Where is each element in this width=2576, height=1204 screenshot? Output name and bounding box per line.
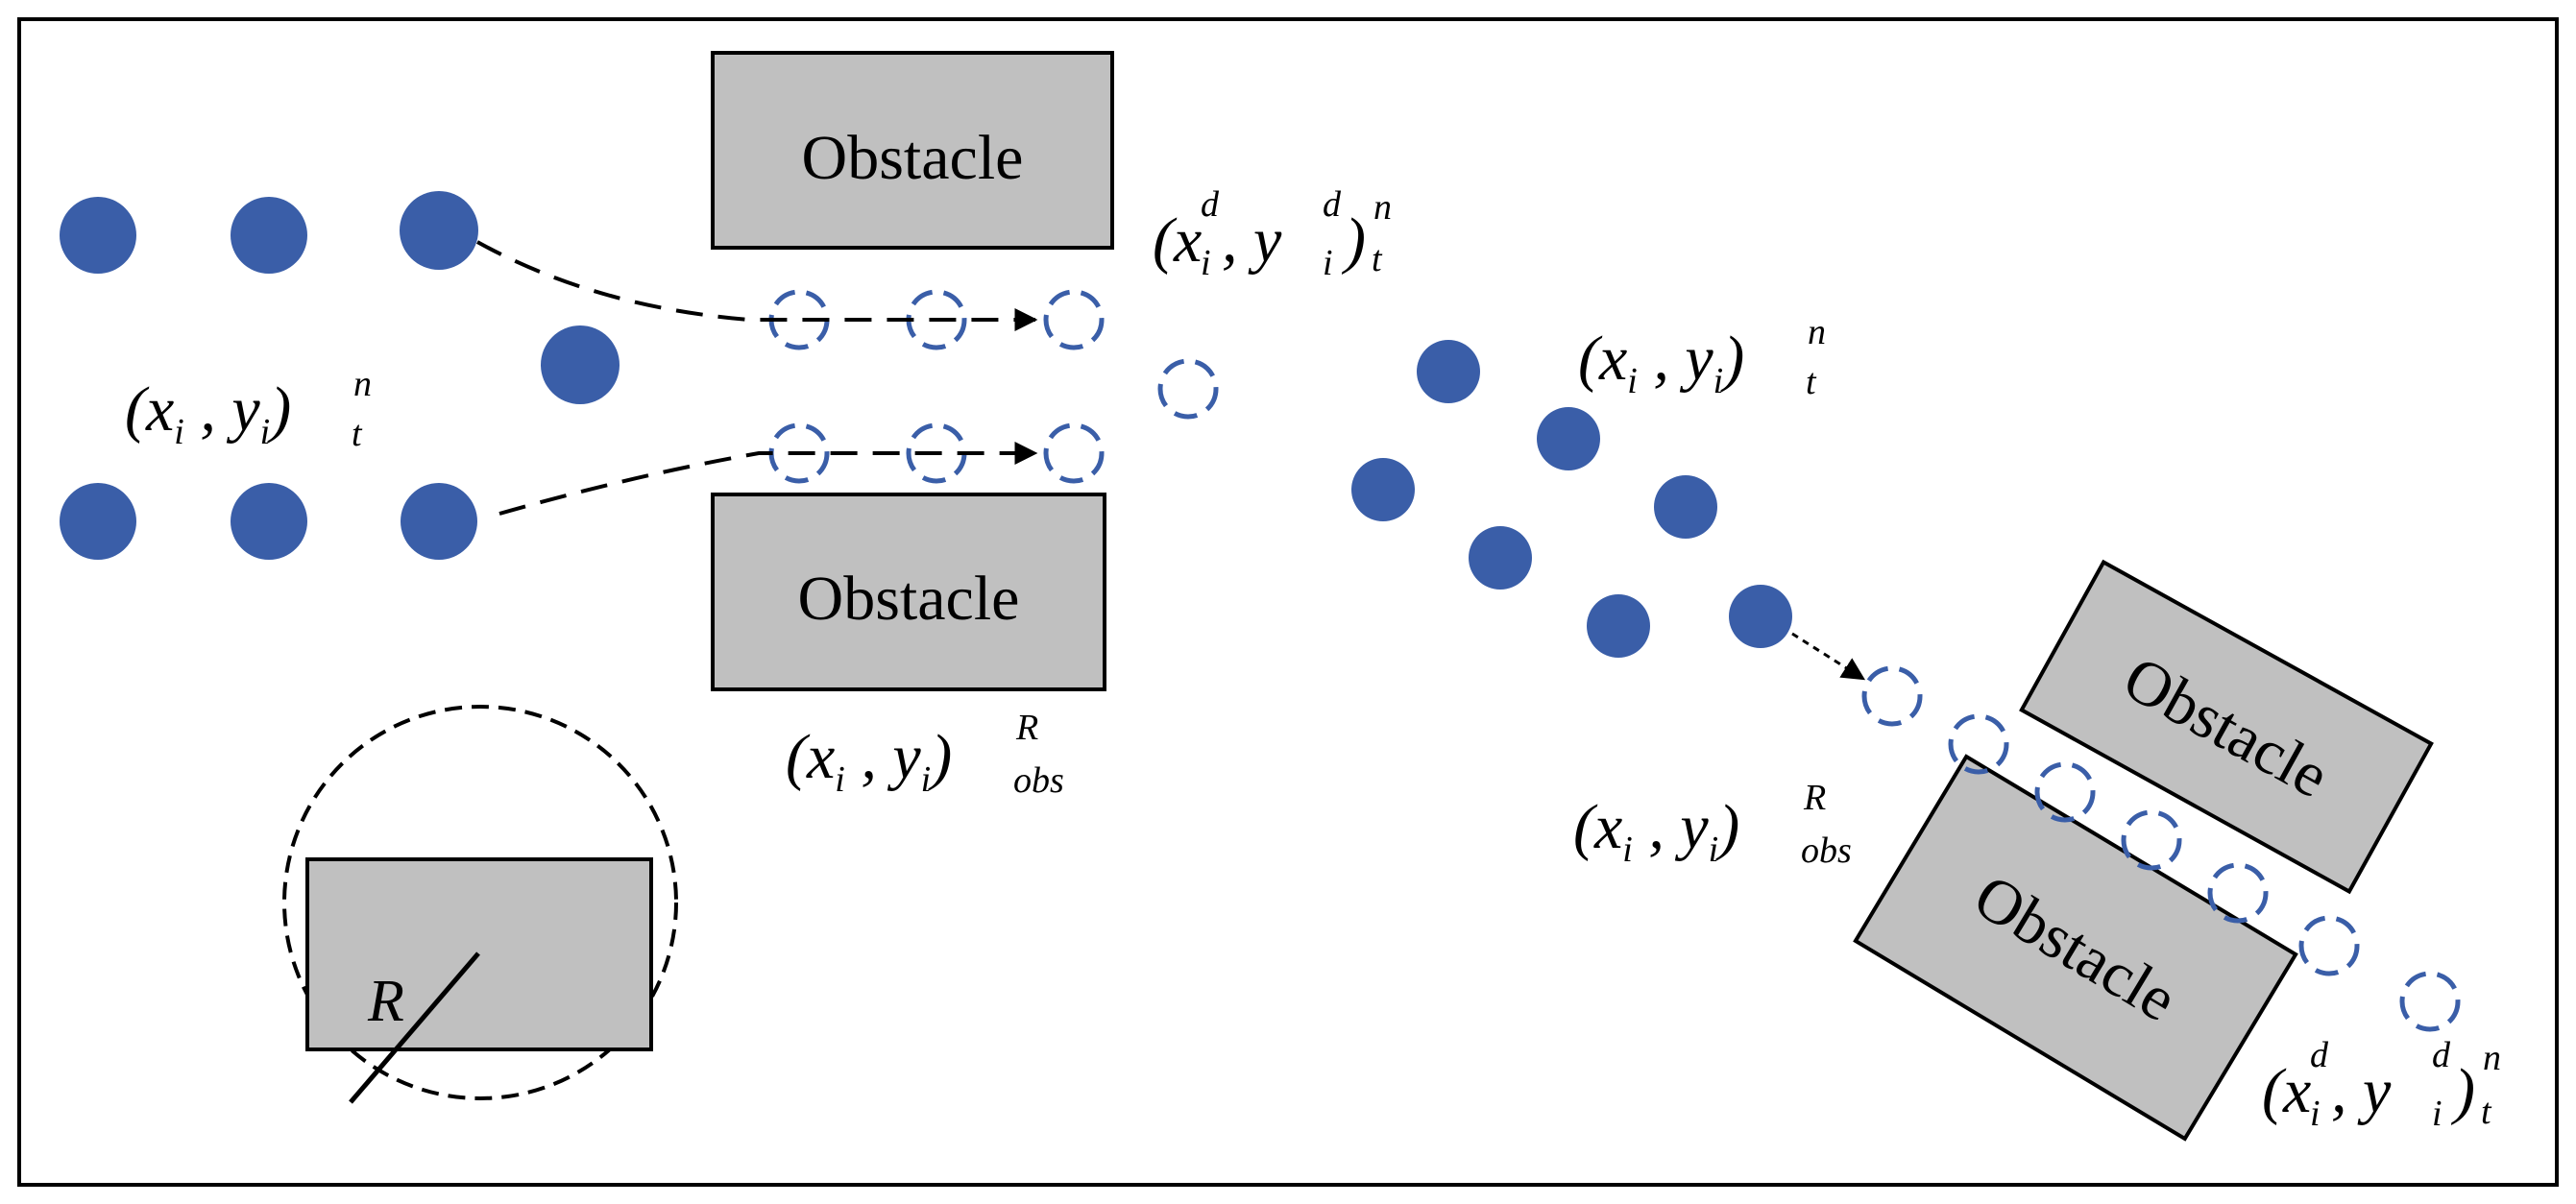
agent-dot [60, 483, 136, 560]
obstacle-label: Obstacle [798, 564, 1020, 634]
desired-position-circle [1157, 358, 1219, 420]
desired-position-circle [2121, 809, 2182, 871]
svg-text:t: t [2481, 1092, 2492, 1132]
svg-text:n: n [2483, 1038, 2501, 1078]
obstacle-top-left: Obstacle [711, 51, 1114, 250]
agent-dot [231, 483, 307, 560]
label-current-position-right: (xi , yi) n t [1578, 312, 1826, 402]
desired-position-circle [1861, 665, 1923, 727]
svg-text:(xi , yi): (xi , yi) [786, 722, 952, 800]
bounding-circle [282, 705, 678, 1100]
svg-text:n: n [353, 364, 372, 404]
obstacle-bottom-left: Obstacle [711, 493, 1106, 691]
svg-text:obs: obs [1801, 831, 1852, 871]
label-desired-position-top: (x d i , y d i ) n t [1153, 184, 1392, 283]
desired-position-circle [1948, 713, 2009, 775]
svg-text:(x: (x [1153, 205, 1202, 276]
svg-text:d: d [2432, 1035, 2451, 1075]
svg-text:R: R [1803, 778, 1826, 818]
svg-text:n: n [1373, 187, 1392, 228]
trajectory-arrow-top [476, 240, 1038, 331]
svg-text:n: n [1808, 312, 1826, 352]
obstacle-lower-right: Obstacle [1853, 754, 2298, 1142]
svg-text:): ) [2450, 1056, 2475, 1126]
agents-left-formation [60, 191, 620, 560]
svg-text:i: i [2432, 1094, 2442, 1134]
desired-position-circle [2034, 761, 2096, 823]
agent-dot [231, 197, 307, 274]
agent-dot [1587, 594, 1650, 658]
obstacle-label: Obstacle [802, 123, 1024, 193]
label-current-position-left: (xi , yi) n t [125, 364, 372, 454]
agent-dot [400, 191, 478, 270]
desired-position-circle [2298, 915, 2360, 976]
agents-right-formation [1351, 340, 1792, 658]
agent-dot [1469, 526, 1532, 590]
radius-label: R [367, 969, 404, 1034]
svg-text:(xi , yi): (xi , yi) [1573, 792, 1739, 870]
label-obstacle-position-right: (xi , yi) R obs [1573, 778, 1852, 871]
svg-text:d: d [1323, 184, 1342, 225]
svg-text:i: i [1323, 243, 1333, 283]
radius-line [349, 951, 480, 1104]
svg-text:(x: (x [2262, 1056, 2311, 1126]
trajectory-arrow-bottom [498, 442, 1038, 516]
svg-text:t: t [1372, 239, 1383, 279]
desired-position-circle [2399, 971, 2461, 1032]
obstacle-radius-illustration: R [282, 705, 678, 1104]
agent-dot [541, 325, 620, 404]
label-obstacle-position-left: (xi , yi) R obs [786, 708, 1064, 801]
svg-text:(xi , yi): (xi , yi) [125, 374, 291, 452]
svg-text:): ) [1341, 205, 1366, 276]
svg-text:(xi , yi): (xi , yi) [1578, 324, 1744, 401]
agent-dot [60, 197, 136, 274]
desired-position-circle [1043, 289, 1105, 350]
trajectory-arrow-corridor [1791, 632, 1866, 681]
agent-dot [1351, 458, 1415, 521]
svg-text:obs: obs [1013, 760, 1064, 801]
desired-position-circle [2207, 862, 2269, 924]
svg-text:, y: , y [2331, 1056, 2392, 1126]
desired-position-circle [1043, 422, 1105, 484]
svg-text:t: t [1806, 362, 1817, 402]
diagram-frame [17, 17, 2559, 1187]
svg-text:, y: , y [1222, 205, 1282, 276]
svg-text:i: i [1201, 243, 1211, 283]
svg-text:d: d [1201, 184, 1220, 225]
agent-dot [401, 483, 477, 560]
agent-dot [1729, 585, 1792, 648]
desired-positions-corridor [1861, 665, 2461, 1032]
svg-text:d: d [2310, 1035, 2329, 1075]
agent-dot [1417, 340, 1480, 403]
agent-dot [1537, 407, 1600, 470]
agent-dot [1654, 475, 1717, 539]
svg-text:t: t [352, 414, 363, 454]
label-desired-position-bottom: (x d i , y d i ) n t [2262, 1035, 2501, 1134]
svg-text:i: i [2310, 1094, 2321, 1134]
svg-text:R: R [1015, 708, 1038, 748]
